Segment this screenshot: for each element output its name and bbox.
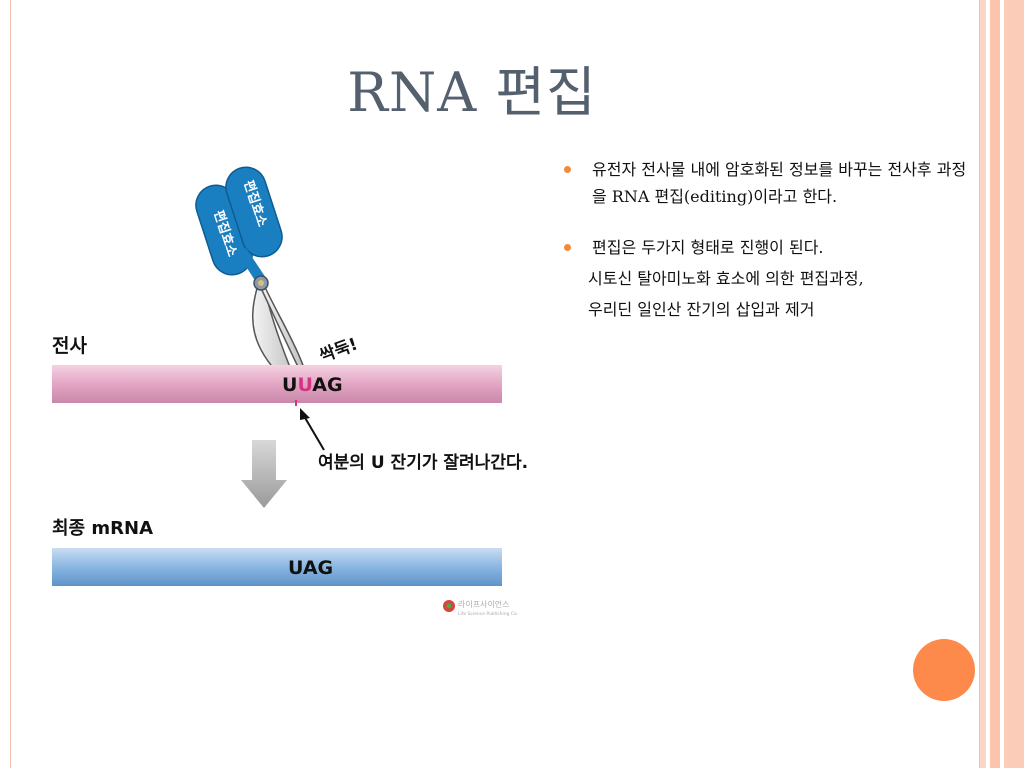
down-arrow-icon: [241, 440, 287, 508]
decorative-circle: [913, 639, 975, 701]
transcript-strand: [52, 365, 502, 403]
bullet-text-1: 유전자 전사물 내에 암호화된 정보를 바꾸는 전사후 과정을 RNA 편집(e…: [592, 160, 967, 206]
bullet-item-2: 편집은 두가지 형태로 진행이 된다. 시토신 탈아미노화 효소에 의한 편집과…: [562, 234, 977, 323]
transcript-label: 전사: [52, 335, 87, 357]
publisher-logo: 라이프사이언스 Life Science Publishing Co.: [443, 599, 518, 617]
final-mrna-strand: [52, 548, 502, 586]
seq-u1: U: [282, 374, 297, 396]
bullet-item-1: 유전자 전사물 내에 암호화된 정보를 바꾸는 전사후 과정을 RNA 편집(e…: [562, 156, 977, 210]
transcript-sequence: UUAG: [282, 374, 343, 396]
annotation-arrow: [300, 408, 325, 451]
editing-enzyme-scissors-icon: [195, 166, 313, 397]
annotation-text: 여분의 U 잔기가 잘려나간다.: [318, 452, 528, 473]
bullet-sub-1: 시토신 탈아미노화 효소에 의한 편집과정,: [588, 269, 864, 288]
rna-editing-diagram: 편집효소 편집효소 싹둑! 전사 UUAG 여분의 U 잔기가 잘려나간다. 최…: [52, 166, 528, 617]
right-stripe-decoration: [980, 0, 1024, 768]
bullet-dot-icon: [564, 244, 571, 251]
bullet-dot-icon: [564, 166, 571, 173]
seq-g: G: [327, 374, 343, 396]
slide-frame: [10, 0, 980, 768]
bullet-list: 유전자 전사물 내에 암호화된 정보를 바꾸는 전사후 과정을 RNA 편집(e…: [562, 156, 977, 323]
seq-u2-edited: U: [297, 374, 312, 396]
slide-title: RNA 편집: [347, 61, 597, 124]
bullet-text-2: 편집은 두가지 형태로 진행이 된다.: [592, 238, 824, 257]
svg-text:라이프사이언스: 라이프사이언스: [458, 599, 510, 609]
bullet-sub-2: 우리딘 일인산 잔기의 삽입과 제거: [588, 300, 815, 319]
final-mrna-sequence: UAG: [288, 557, 333, 579]
final-mrna-label: 최종 mRNA: [52, 518, 153, 539]
cut-label: 싹둑!: [317, 335, 361, 367]
svg-text:Life Science Publishing Co.: Life Science Publishing Co.: [458, 611, 518, 617]
seq-a: A: [312, 374, 327, 396]
